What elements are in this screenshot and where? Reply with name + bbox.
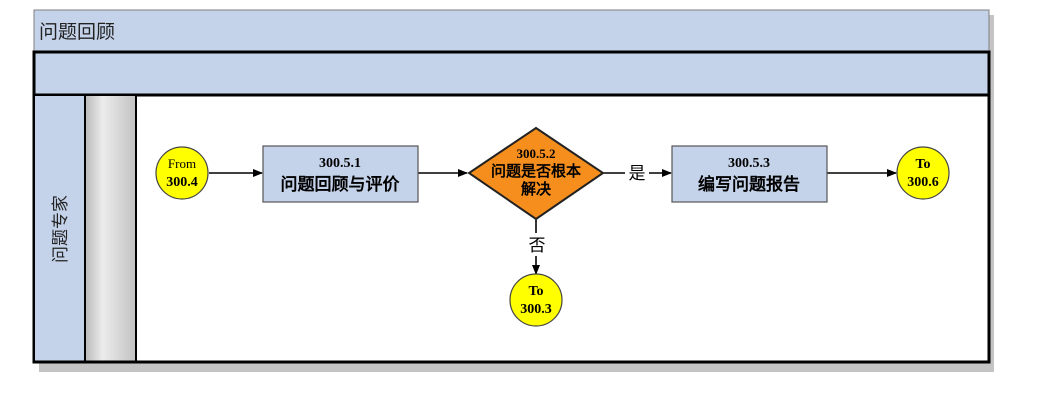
- step1-id: 300.5.1: [319, 156, 361, 171]
- pool-subheader: [32, 50, 991, 97]
- from-connector-300-4[interactable]: From 300.4: [155, 146, 209, 200]
- no-label: 否: [529, 236, 546, 255]
- to-right-line2: 300.6: [907, 175, 939, 190]
- step3-id: 300.5.3: [728, 156, 770, 171]
- step1-label: 问题回顾与评价: [281, 174, 401, 195]
- to-bottom-line2: 300.3: [520, 302, 552, 317]
- lane-label: 问题专家: [51, 195, 70, 263]
- decision-300-5-2[interactable]: 300.5.2 问题是否根本 解决: [467, 126, 605, 221]
- pool-title: 问题回顾: [39, 21, 115, 43]
- from-connector-line1: From: [168, 156, 196, 171]
- process-step-300-5-1[interactable]: 300.5.1 问题回顾与评价: [262, 145, 419, 203]
- decision-id: 300.5.2: [517, 146, 556, 161]
- to-right-line1: To: [915, 157, 930, 172]
- lane-gray-column: [84, 94, 137, 363]
- edges: [209, 169, 897, 275]
- to-connector-300-6[interactable]: To 300.6: [896, 146, 950, 200]
- lane-label-column: [33, 94, 86, 363]
- yes-label: 是: [629, 164, 646, 183]
- decision-line2: 解决: [521, 180, 552, 198]
- decision-line1: 问题是否根本: [491, 162, 581, 180]
- process-step-300-5-3[interactable]: 300.5.3 编写问题报告: [671, 145, 828, 203]
- pool-body: [32, 50, 991, 364]
- pool-header: [33, 9, 990, 53]
- to-bottom-line1: To: [528, 284, 543, 299]
- from-connector-line2: 300.4: [166, 175, 198, 190]
- to-connector-300-3[interactable]: To 300.3: [509, 273, 563, 327]
- step3-label: 编写问题报告: [698, 174, 800, 195]
